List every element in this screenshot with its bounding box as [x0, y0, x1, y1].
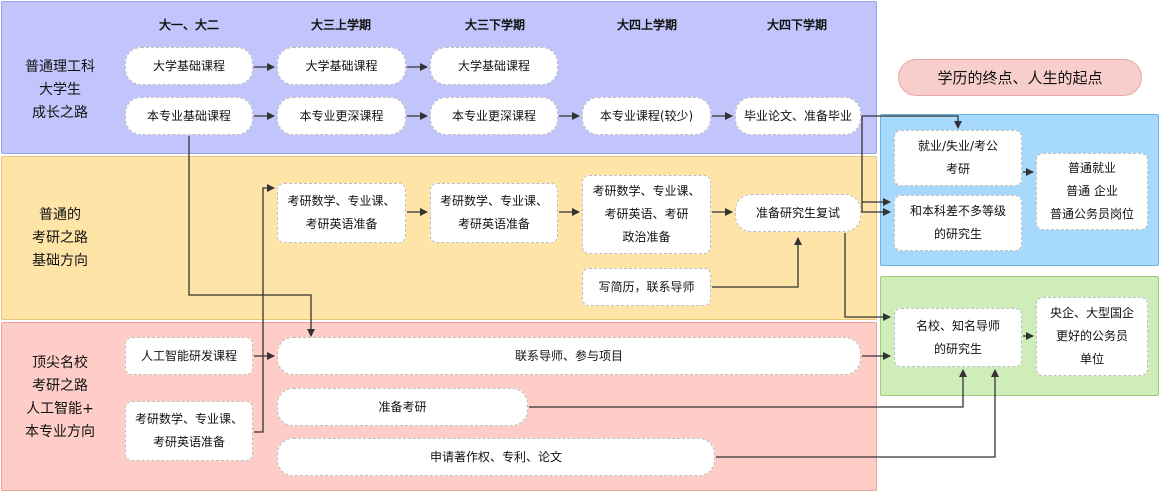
column-year4-2: 大四下学期 [766, 18, 827, 32]
node-famous-grad: 名校、知名导师 的研究生 [894, 308, 1022, 367]
column-year4-1: 大四上学期 [616, 18, 677, 32]
node-patent-paper: 申请著作权、专利、论文 [277, 438, 715, 476]
node-ai-course: 人工智能研发课程 [125, 337, 253, 375]
column-year3-2: 大三下学期 [464, 18, 525, 32]
node-retest-prep: 准备研究生复试 [735, 194, 861, 232]
node-top-job: 央企、大型国企 更好的公务员 单位 [1036, 297, 1148, 376]
lane-label-grad: 普通的 考研之路 基础方向 [32, 207, 88, 269]
node-contact-project: 联系导师、参与项目 [277, 337, 861, 375]
node-exam-prep-2: 考研数学、专业课、 考研英语准备 [430, 183, 558, 243]
node-exam-prep-ai: 考研数学、专业课、 考研英语准备 [125, 401, 253, 461]
node-basic-course-1: 大学基础课程 [125, 47, 253, 85]
node-exam-prep-1: 考研数学、专业课、 考研英语准备 [277, 183, 406, 243]
node-major-deeper-1: 本专业更深课程 [277, 97, 406, 135]
node-major-deeper-2: 本专业更深课程 [430, 97, 558, 135]
column-year3-1: 大三上学期 [310, 18, 371, 32]
node-major-basic: 本专业基础课程 [125, 97, 253, 135]
node-basic-course-2: 大学基础课程 [277, 47, 406, 85]
node-exam-prep-3: 考研数学、专业课、 考研英语、考研 政治准备 [582, 175, 711, 254]
node-similar-grad: 和本科差不多等级 的研究生 [894, 195, 1022, 251]
column-year1-2: 大一、大二 [158, 18, 219, 32]
node-resume-contact: 写简历，联系导师 [582, 268, 711, 306]
lane-label-regular: 普通理工科 大学生 成长之路 [25, 59, 95, 121]
node-major-less: 本专业课程(较少) [582, 97, 711, 135]
slogan-badge: 学历的终点、人生的起点 [898, 59, 1142, 96]
node-employment: 就业/失业/考公 考研 [894, 130, 1022, 186]
node-basic-course-3: 大学基础课程 [430, 47, 558, 85]
node-graduation: 毕业论文、准备毕业 [735, 97, 861, 135]
lane-label-top: 顶尖名校 考研之路 人工智能+ 本专业方向 [25, 355, 95, 440]
node-normal-job: 普通就业 普通 企业 普通公务员岗位 [1036, 153, 1148, 230]
node-prepare-exam: 准备考研 [277, 388, 528, 426]
